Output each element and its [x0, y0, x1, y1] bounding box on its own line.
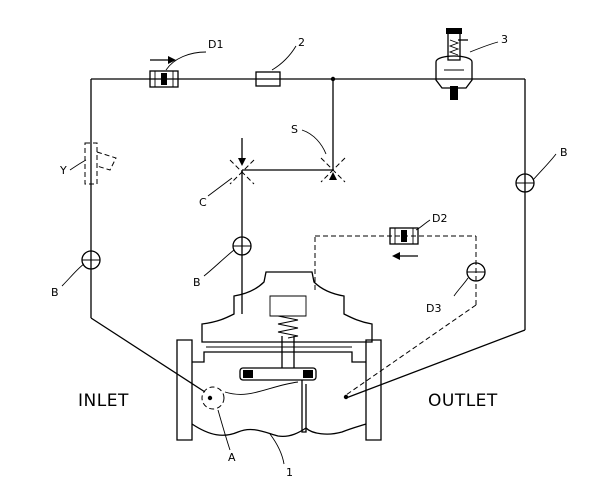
- speed-control-s: [320, 157, 346, 183]
- label-a: A: [228, 451, 236, 464]
- main-valve-body: [176, 339, 382, 441]
- check-valve-d2: [389, 227, 419, 260]
- pilot-piping: [90, 76, 526, 400]
- isolation-valve-b-mid: [232, 236, 252, 256]
- orifice-2: [255, 71, 281, 87]
- valve-d3: [466, 262, 486, 282]
- label-c: C: [199, 196, 207, 209]
- spring-stem: [277, 315, 299, 368]
- needle-valve-c: [229, 138, 255, 185]
- label-2: 2: [298, 36, 305, 49]
- label-y: Y: [59, 164, 67, 177]
- isolation-valve-b-right: [515, 173, 535, 193]
- check-valve-d1: [149, 56, 179, 88]
- bonnet-cover: [201, 271, 373, 348]
- label-outlet: OUTLET: [428, 391, 498, 411]
- label-d1: D1: [208, 38, 223, 51]
- strainer-y: [84, 142, 117, 185]
- label-d2: D2: [432, 212, 447, 225]
- port-a: [201, 386, 225, 410]
- label-b-left: B: [51, 286, 59, 299]
- label-s: S: [291, 123, 298, 136]
- isolation-valve-b-left: [81, 250, 101, 270]
- label-d3: D3: [426, 302, 441, 315]
- label-1: 1: [286, 466, 293, 479]
- pilot-valve-3: [435, 28, 473, 100]
- label-3: 3: [501, 33, 508, 46]
- label-inlet: INLET: [78, 391, 129, 411]
- leader-lines: [61, 41, 557, 465]
- label-b-mid: B: [193, 276, 201, 289]
- label-b-right: B: [560, 146, 568, 159]
